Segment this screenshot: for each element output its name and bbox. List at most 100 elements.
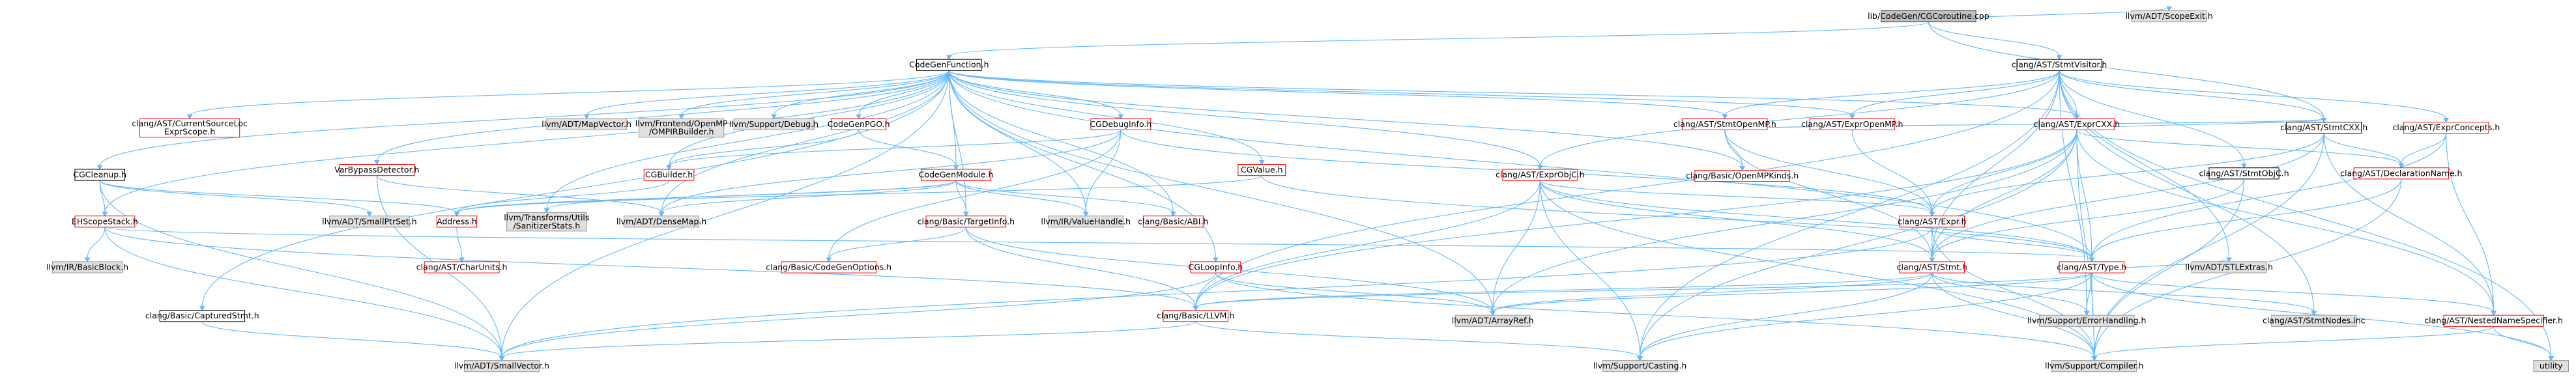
edge-arrowhead — [1637, 356, 1643, 361]
node-openmpkinds[interactable]: clang/Basic/OpenMPKinds.h — [1686, 169, 1799, 182]
edge-layer — [84, 6, 2554, 361]
node-address[interactable]: Address.h — [436, 216, 478, 228]
node-smallvector[interactable]: llvm/ADT/SmallVector.h — [454, 360, 549, 372]
node-root[interactable]: lib/CodeGen/CGCoroutine.cpp — [1868, 10, 1990, 23]
node-exprcxx[interactable]: clang/AST/ExprCXX.h — [2034, 118, 2120, 130]
node-label: llvm/ADT/STLExtras.h — [2185, 262, 2273, 272]
edge-line — [1932, 133, 2324, 258]
edge-line — [661, 70, 949, 213]
node-debug[interactable]: llvm/Support/Debug.h — [729, 118, 818, 130]
node-codegenmodule[interactable]: CodeGenModule.h — [919, 169, 994, 181]
node-box — [925, 216, 1007, 228]
edge-codegenmodule-to-densemap — [658, 180, 957, 217]
edge-codegenfunction-to-abi — [948, 70, 1176, 217]
node-codegenfunction[interactable]: CodeGenFunction.h — [909, 59, 989, 71]
node-mapvector[interactable]: llvm/ADT/MapVector.h — [542, 118, 631, 130]
edge-targetinfo-to-llvm — [965, 227, 1199, 311]
node-compiler[interactable]: llvm/Support/Compiler.h — [2045, 360, 2143, 372]
node-box — [1881, 10, 1976, 23]
node-basicblock[interactable]: llvm/IR/BasicBlock.h — [46, 261, 128, 273]
edge-line — [104, 227, 1196, 307]
node-box — [1090, 118, 1151, 130]
edge-stmtcxx-to-expr — [1929, 133, 2324, 217]
edge-arrowhead — [1929, 212, 1935, 217]
node-box — [639, 118, 725, 138]
edge-line — [2091, 272, 2495, 313]
edge-line — [1932, 273, 2095, 357]
edge-line — [1640, 130, 2077, 357]
node-expr[interactable]: clang/AST/Expr.h — [1898, 216, 1967, 228]
node-scopeexit[interactable]: llvm/ADT/ScopeExit.h — [2125, 10, 2213, 23]
node-sanitizerstats[interactable]: llvm/Transforms/Utils/SanitizerStats.h — [504, 212, 589, 232]
node-declarationname[interactable]: clang/AST/DeclarationName.h — [2340, 167, 2462, 180]
node-type[interactable]: clang/AST/Type.h — [2057, 261, 2126, 273]
node-densemap[interactable]: llvm/ADT/DenseMap.h — [616, 216, 706, 228]
node-label: CGLoopInfo.h — [1189, 262, 1243, 272]
node-box — [2208, 167, 2279, 180]
edge-stmtvisitor-to-stlextras — [2059, 70, 2232, 262]
node-ompirbuilder[interactable]: llvm/Frontend/OpenMP/OMPIRBuilder.h — [635, 118, 728, 138]
node-codegenoptions[interactable]: clang/Basic/CodeGenOptions.h — [766, 261, 891, 273]
node-cgcleanup[interactable]: CGCleanup.h — [73, 169, 126, 181]
edge-line — [1932, 70, 2060, 258]
node-abi[interactable]: clang/Basic/ABI.h — [1138, 216, 1208, 228]
node-ehscopestack[interactable]: EHScopeStack.h — [72, 216, 138, 228]
edge-line — [1539, 180, 1933, 258]
node-utility[interactable]: utility — [2533, 360, 2569, 372]
edge-line — [456, 227, 463, 258]
node-stmtopenmp[interactable]: clang/AST/StmtOpenMP.h — [1673, 118, 1776, 130]
node-box — [1163, 310, 1229, 322]
edge-arrowhead — [1739, 165, 1746, 171]
edge-line — [948, 70, 1494, 313]
node-label: clang/Basic/CodeGenOptions.h — [766, 262, 891, 272]
node-charunits[interactable]: clang/AST/CharUnits.h — [416, 261, 508, 273]
edge-codegenfunction-to-arrayref — [948, 70, 1496, 316]
edge-codegenfunction-to-currentsourceloc — [186, 70, 949, 120]
edge-stmtopenmp-to-openmpkinds — [1724, 130, 1746, 171]
node-llvm[interactable]: clang/Basic/LLVM.h — [1157, 310, 1234, 322]
node-valuehandle[interactable]: llvm/IR/ValueHandle.h — [1041, 216, 1131, 228]
node-stlextras[interactable]: llvm/ADT/STLExtras.h — [2185, 261, 2273, 273]
node-casting[interactable]: llvm/Support/Casting.h — [1593, 360, 1686, 372]
node-stmtvisitor[interactable]: clang/AST/StmtVisitor.h — [2012, 59, 2107, 71]
node-codegenpgo[interactable]: CodeGenPGO.h — [828, 118, 890, 130]
node-stmtcxx[interactable]: clang/AST/StmtCXX.h — [2280, 122, 2367, 134]
node-errorhandling[interactable]: llvm/Support/ErrorHandling.h — [2027, 314, 2146, 327]
node-layer: lib/CodeGen/CGCoroutine.cppCodeGenFuncti… — [46, 10, 2569, 372]
edge-arrowhead — [1490, 311, 1496, 316]
node-cgdebuginfo[interactable]: CGDebugInfo.h — [1090, 118, 1151, 130]
node-targetinfo[interactable]: clang/Basic/TargetInfo.h — [918, 216, 1015, 228]
edge-line — [2446, 133, 2495, 313]
edge-line — [1492, 272, 1933, 313]
edge-line — [501, 273, 1216, 357]
node-stmt[interactable]: clang/AST/Stmt.h — [1897, 261, 1967, 273]
node-varbypass[interactable]: VarBypassDetector.h — [334, 164, 419, 176]
node-stmtobjc[interactable]: clang/AST/StmtObjC.h — [2199, 167, 2289, 180]
node-expropenmp[interactable]: clang/AST/ExprOpenMP.h — [1801, 118, 1903, 130]
edge-arrowhead — [2166, 6, 2173, 12]
node-capturedstmt[interactable]: clang/Basic/CapturedStmt.h — [145, 310, 259, 322]
edge-expr-to-smallvector — [499, 227, 1933, 361]
node-label: clang/AST/Type.h — [2057, 262, 2126, 272]
edge-line — [948, 70, 1853, 116]
node-label: Address.h — [437, 216, 477, 226]
edge-arrowhead — [2311, 311, 2317, 316]
node-cgloopinfo[interactable]: CGLoopInfo.h — [1189, 261, 1243, 273]
node-exprconcepts[interactable]: clang/AST/ExprConcepts.h — [2392, 122, 2500, 134]
edge-line — [104, 227, 2092, 259]
node-exprobjc[interactable]: clang/AST/ExprObjC.h — [1496, 169, 1585, 181]
node-smallptrset[interactable]: llvm/ADT/SmallPtrSet.h — [322, 216, 417, 228]
edge-line — [2323, 133, 2402, 165]
edge-line — [99, 180, 457, 214]
edge-stmtvisitor-to-exprobjc — [1537, 70, 2060, 170]
node-nestednamespecifier[interactable]: clang/AST/NestedNameSpecifier.h — [2424, 314, 2563, 327]
edge-line — [669, 70, 949, 166]
edge-declarationname-to-type — [2089, 178, 2402, 262]
node-label: CodeGenPGO.h — [828, 119, 890, 129]
node-arrayref[interactable]: llvm/ADT/ArrayRef.h — [1452, 314, 1534, 327]
node-cgvalue[interactable]: CGValue.h — [1237, 164, 1286, 176]
node-stmtnodes[interactable]: clang/AST/StmtNodes.inc — [2263, 314, 2366, 327]
node-cgbuilder[interactable]: CGBuilder.h — [643, 169, 695, 181]
